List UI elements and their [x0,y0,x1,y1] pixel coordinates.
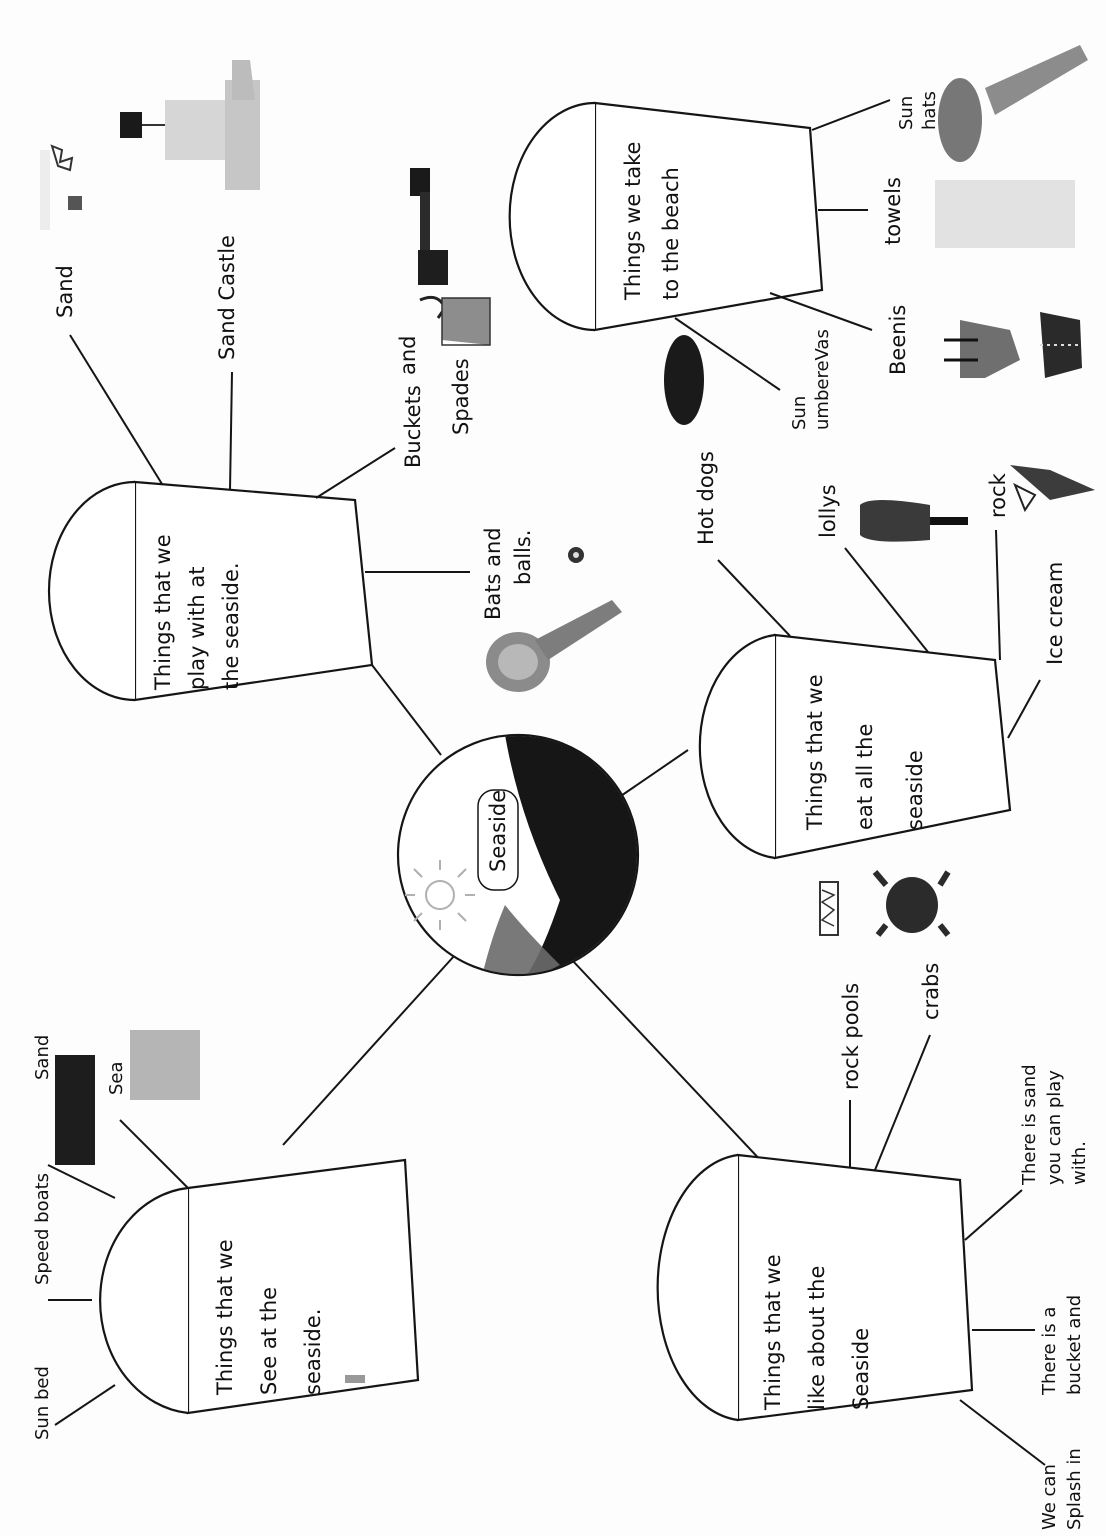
box-eat-line-2: eat all the [853,724,877,830]
label-splash-2: Splash in [1064,1448,1085,1530]
connector-eat [615,750,688,800]
box-play-line-2: play with at [185,567,209,690]
sand-patch-drawing [55,1055,95,1165]
label-rock-pools: rock pools [839,983,863,1090]
label-hot-dogs: Hot dogs [694,451,718,545]
lolly-drawing [860,500,968,542]
shell-drawing [40,146,82,230]
label-lollys: lollys [816,484,840,538]
box-see-line-2: See at the [257,1287,281,1395]
label-there-is-sand-2: you can play [1044,1070,1065,1185]
box-like-line-1: Things that we [761,1254,785,1411]
label-there-is-sand-1: There is sand [1019,1064,1040,1186]
box-take-line-2: to the beach [659,167,683,300]
box-see-line-3: seaside. [301,1309,325,1395]
label-sun-hats-2: hats [919,91,940,130]
sand-castle-drawing [120,60,260,190]
label-bats-balls-1: Bats and [481,527,505,620]
label-sun-umbrellas-1: Sun [789,396,810,430]
label-sun-umbrellas-2: umbereVas [812,329,833,430]
box-see-line-1: Things that we [213,1239,237,1396]
label-sand-castle: Sand Castle [215,235,239,360]
label-bucket-1: There is a [1039,1307,1060,1396]
box-play-line-1: Things that we [151,534,175,691]
box-take-line-1: Things we take [621,142,645,301]
label-speed-boats: Speed boats [32,1173,53,1285]
label-buckets: Buckets [401,385,425,468]
box-like-line-2: like about the [805,1266,829,1410]
label-towels: towels [881,177,905,245]
label-ice-cream: Ice cream [1043,562,1067,665]
label-sun-bed: Sun bed [32,1366,53,1440]
connector-see [283,955,455,1145]
label-bucket-2: bucket and [1064,1295,1085,1395]
spade-drawing [410,168,448,285]
sun-hat-drawing [938,45,1088,162]
towels-drawing [935,180,1075,248]
label-splash-1: We can [1039,1464,1060,1530]
box-play-line-3: the seaside. [219,562,243,690]
label-spades: Spades [449,358,473,435]
label-crabs: crabs [919,963,943,1020]
label-sun-hats-1: Sun [896,96,917,130]
center-circle: Seaside [398,725,650,985]
label-beenis: Beenis [886,305,910,375]
label-there-is-sand-3: with. [1069,1141,1090,1185]
connector-like [572,960,765,1165]
label-and: and [396,335,420,375]
label-sea: Sea [106,1061,127,1095]
label-sand-left: Sand [32,1035,53,1080]
bucket-drawing [420,297,490,345]
box-like: Things that we like about the Seaside [658,1035,1045,1465]
box-eat-line-1: Things that we [803,674,827,831]
sea-patch-drawing [130,1030,200,1100]
label-sand-top: Sand [53,265,77,318]
rock-candy-drawing [1010,465,1095,510]
box-eat-line-3: seaside [903,750,927,830]
box-eat: Things that we eat all the seaside [700,530,1040,858]
beach-shoes-drawing [944,312,1082,378]
box-like-line-3: Seaside [849,1328,873,1410]
center-label: Seaside [486,790,510,872]
connector-play [372,665,441,755]
hot-dog-drawing [664,335,704,425]
label-bats-balls-2: balls. [511,530,535,585]
label-rock: rock [986,472,1010,518]
rock-pool-drawing [820,882,838,935]
bat-ball-drawing [486,547,622,692]
crab-drawing [875,872,948,935]
